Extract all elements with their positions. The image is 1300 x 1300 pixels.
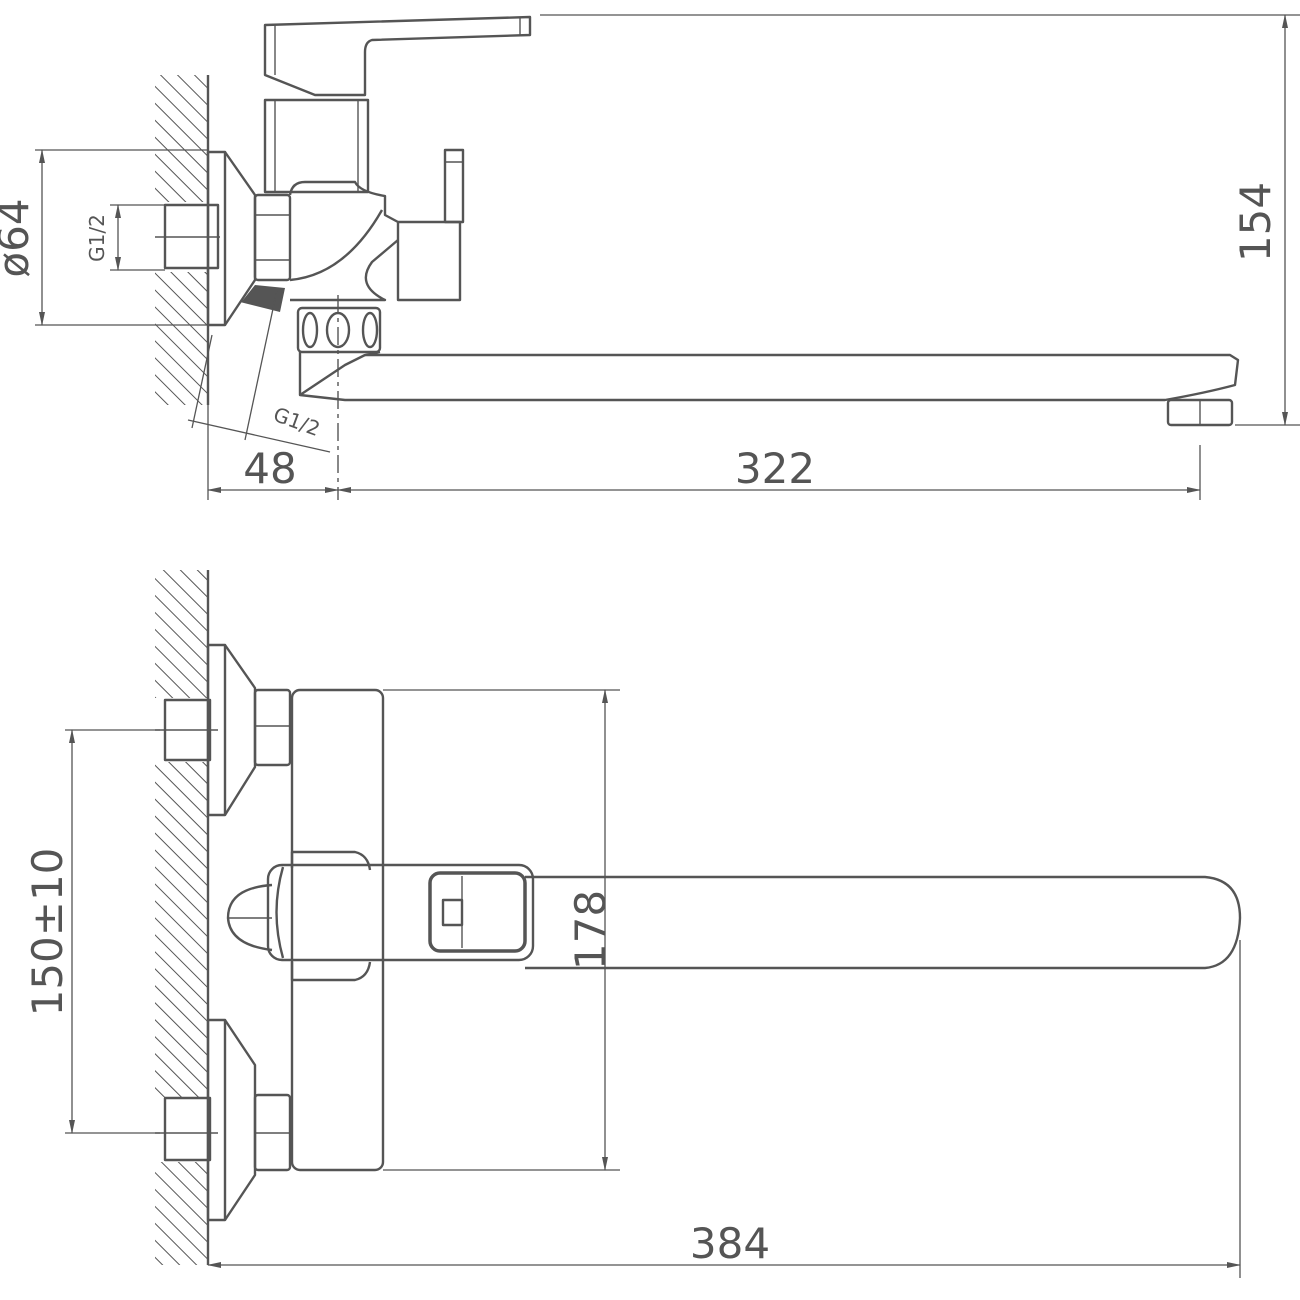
spout-side: [298, 350, 1240, 427]
dim-label-outlet-thread: G1/2: [270, 402, 323, 441]
dimension-flange-diameter: ø64: [0, 149, 208, 326]
dim-label-48: 48: [243, 444, 296, 493]
body-top: [290, 688, 385, 1172]
dimension-total-length: 384: [207, 940, 1241, 1278]
inlet-pipe-side: [155, 203, 220, 270]
diverter-rings: [296, 295, 382, 500]
dimension-inlet-thread: G1/2: [85, 204, 165, 271]
handle-top: [226, 863, 535, 962]
top-view: 178 150±10 384: [23, 570, 1242, 1278]
handle-side: [263, 15, 532, 97]
dimension-body-height: 178: [383, 689, 620, 1171]
wall-hatch-side: [155, 75, 210, 405]
side-view: 154 ø64 G1/2 G1/2 48 322: [0, 14, 1300, 500]
dim-label-154: 154: [1231, 182, 1280, 262]
dim-label-flange-diameter: ø64: [0, 198, 38, 277]
cartridge-column: [263, 98, 370, 194]
spout-top: [525, 875, 1242, 970]
dim-label-322: 322: [735, 444, 815, 493]
nut-side: [240, 193, 292, 312]
dimension-reach: 48 322: [207, 405, 1201, 500]
dim-label-inlet-thread: G1/2: [85, 214, 109, 262]
lower-inlet: [155, 1018, 292, 1222]
dim-label-150: 150±10: [23, 848, 72, 1017]
dimension-inlet-spacing: 150±10: [23, 729, 160, 1134]
dim-label-178: 178: [566, 890, 615, 970]
upper-inlet: [155, 643, 292, 817]
dim-label-384: 384: [690, 1219, 770, 1268]
body-side: [288, 148, 465, 302]
dimension-height: 154: [540, 14, 1300, 426]
